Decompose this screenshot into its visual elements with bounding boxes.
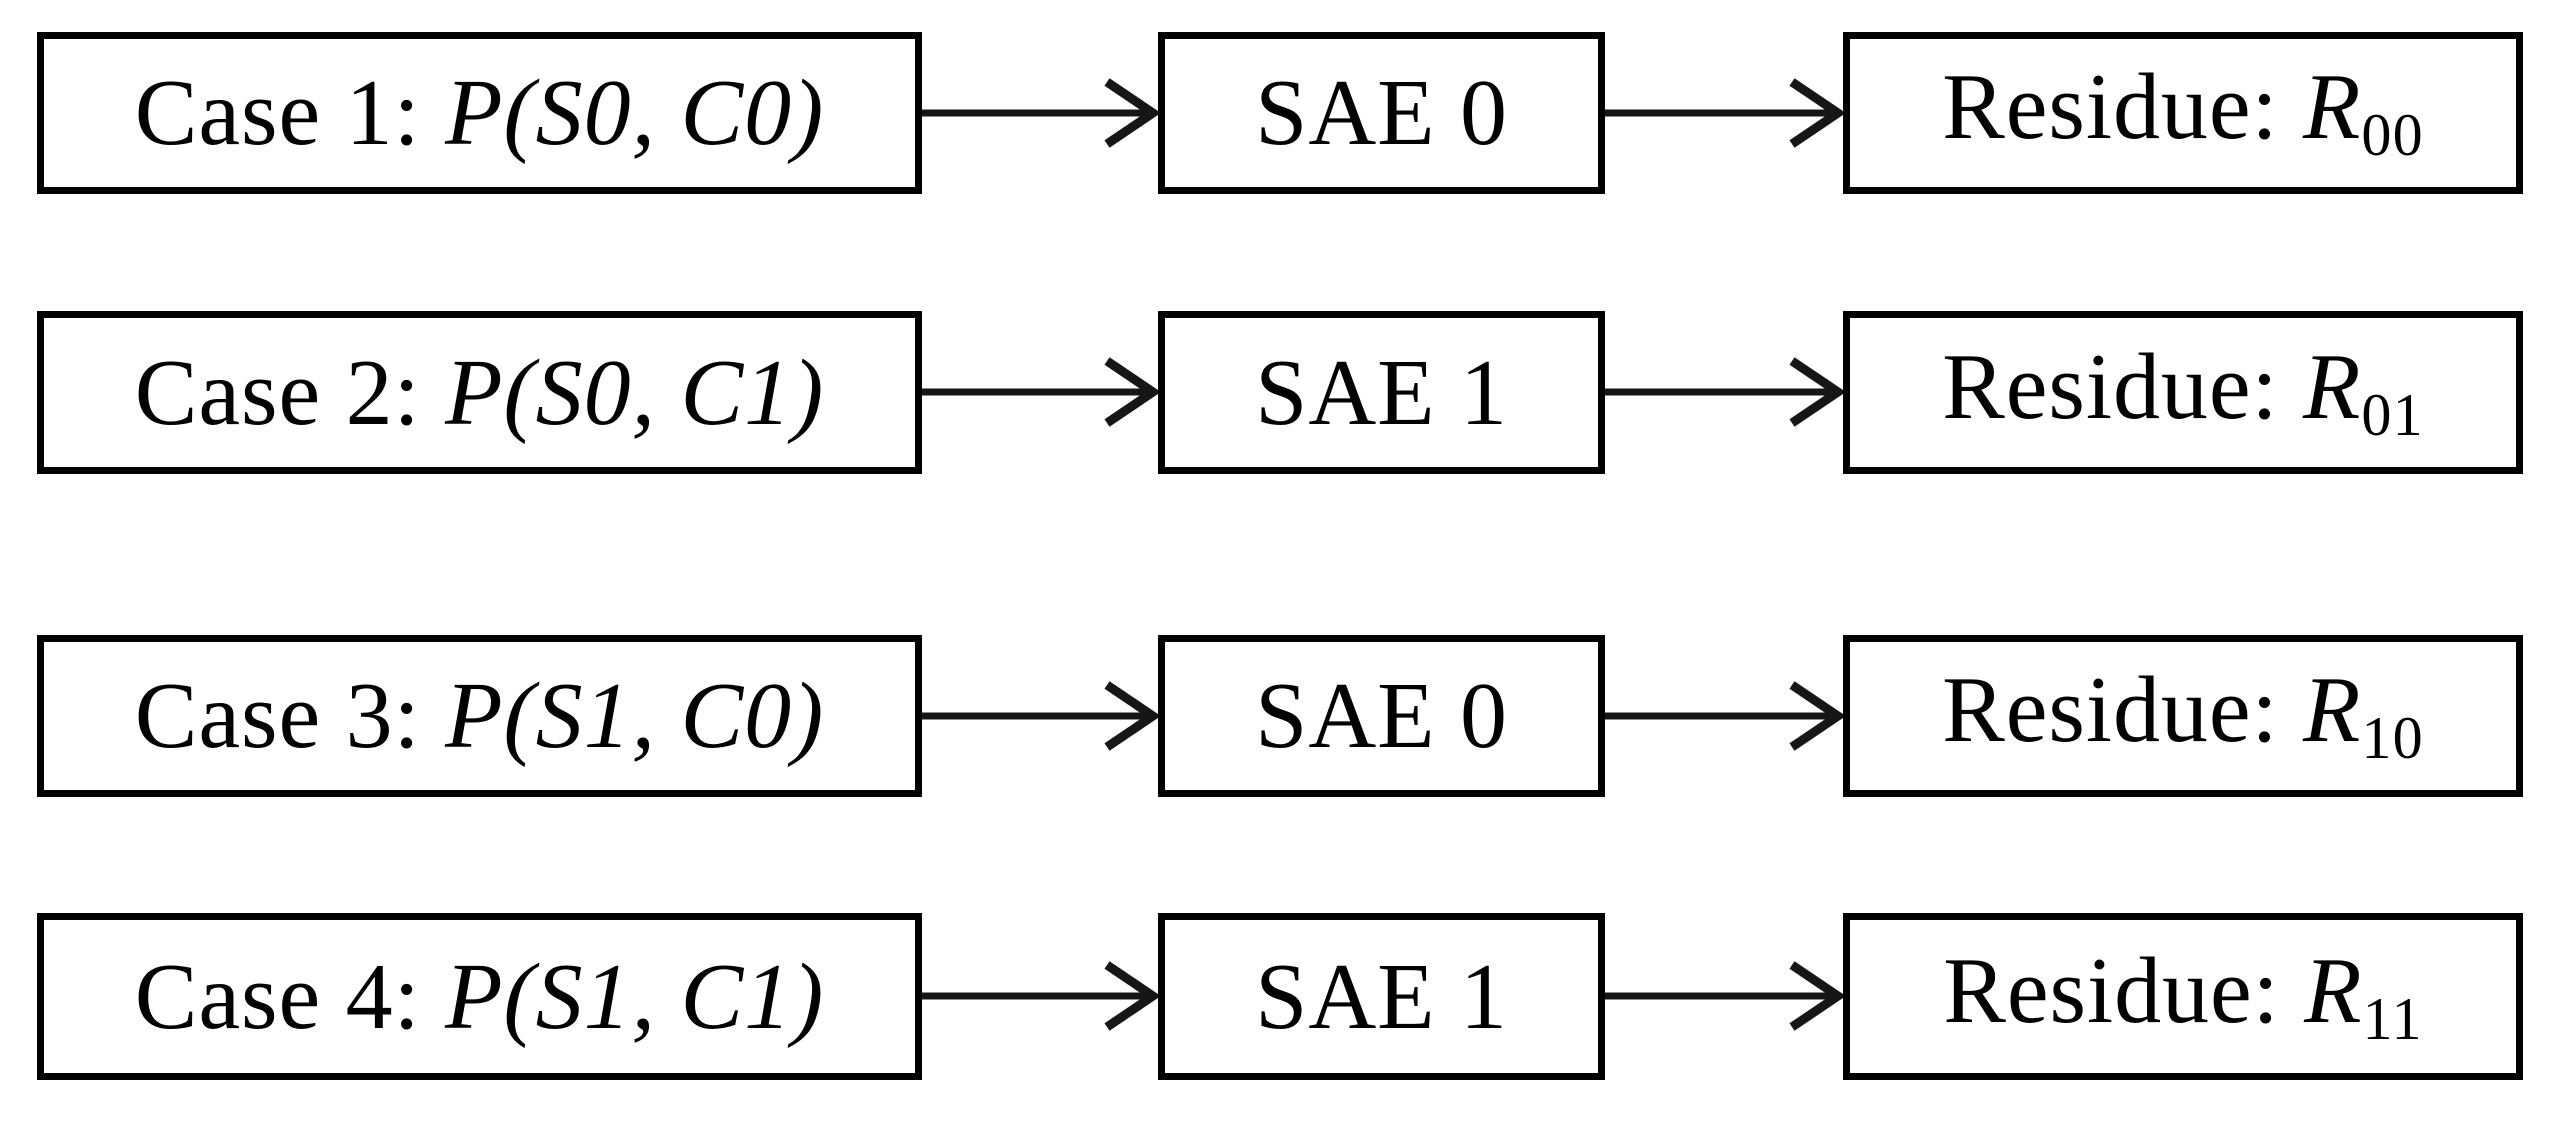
case-label: Case 3: P(S1, C0) [134,664,825,768]
arrow-icon [922,656,1158,776]
case-box: Case 1: P(S0, C0) [37,32,922,194]
case-label: Case 1: P(S0, C0) [134,61,825,165]
residue-label: Residue: R10 [1942,658,2424,772]
arrow-icon [1605,53,1843,173]
sae-box: SAE 1 [1158,311,1605,474]
residue-label: Residue: R01 [1942,334,2424,449]
sae-box: SAE 0 [1158,32,1605,194]
sae-box: SAE 0 [1158,635,1605,797]
case-label: Case 2: P(S0, C1) [134,340,825,445]
residue-box: Residue: R00 [1843,32,2523,194]
sae-label: SAE 1 [1255,944,1508,1049]
arrow-icon [922,53,1158,173]
residue-box: Residue: R01 [1843,311,2523,474]
case-box: Case 4: P(S1, C1) [37,913,922,1080]
residue-box: Residue: R10 [1843,635,2523,797]
arrow-icon [922,936,1158,1056]
arrow-icon [922,332,1158,452]
case-label: Case 4: P(S1, C1) [134,944,825,1049]
sae-label: SAE 0 [1255,664,1508,768]
sae-box: SAE 1 [1158,913,1605,1080]
residue-label: Residue: R00 [1942,55,2424,169]
residue-label: Residue: R11 [1943,938,2423,1053]
sae-label: SAE 1 [1255,340,1508,445]
sae-label: SAE 0 [1255,61,1508,165]
case-box: Case 3: P(S1, C0) [37,635,922,797]
arrow-icon [1605,656,1843,776]
case-box: Case 2: P(S0, C1) [37,311,922,474]
arrow-icon [1605,936,1843,1056]
residue-box: Residue: R11 [1843,913,2523,1080]
arrow-icon [1605,332,1843,452]
